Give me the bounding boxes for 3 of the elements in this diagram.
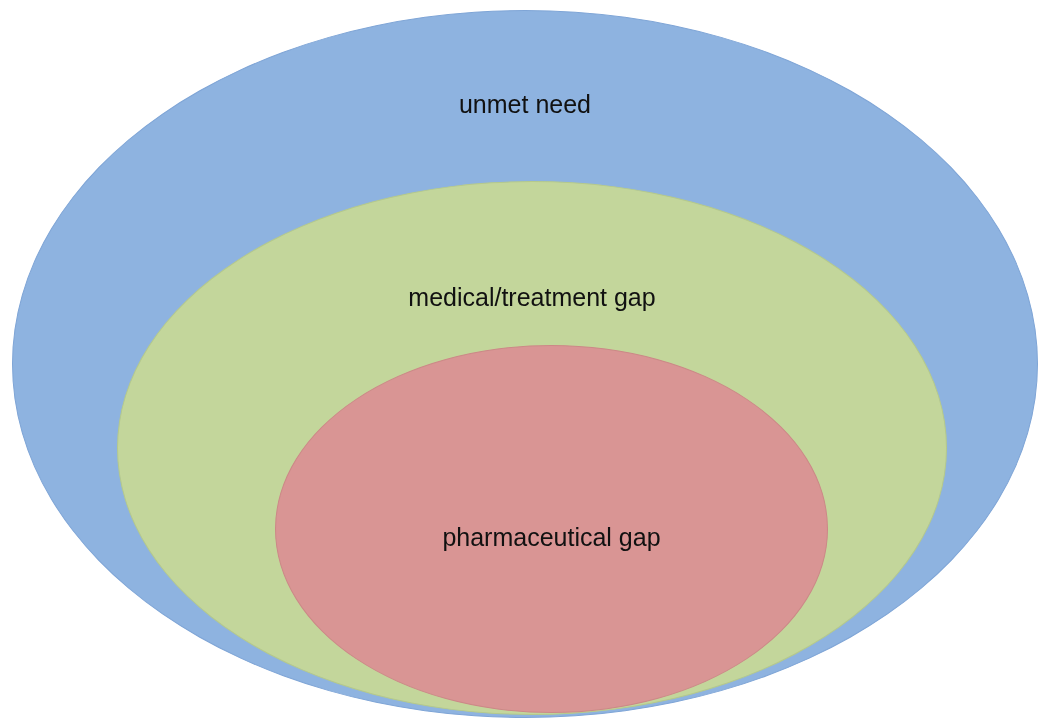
- region-label: unmet need: [458, 89, 591, 119]
- region-label: medical/treatment gap: [408, 282, 656, 312]
- region-label: pharmaceutical gap: [442, 522, 661, 552]
